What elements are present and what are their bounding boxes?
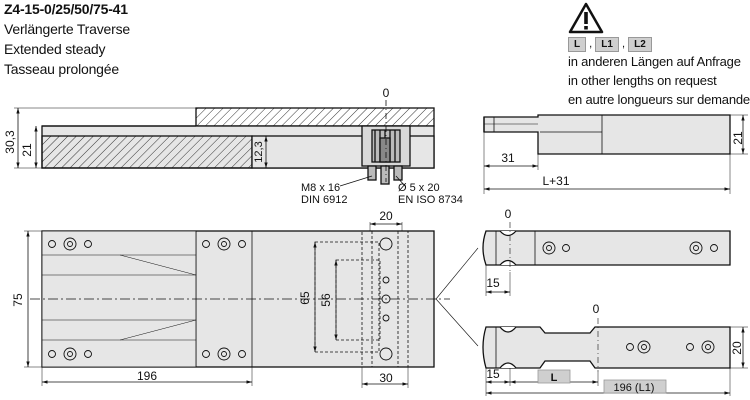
tag-separator: , (589, 38, 593, 50)
pin-label-1: Ø 5 x 20 (398, 182, 440, 194)
plan-view (30, 230, 450, 368)
plan-dim-75: 75 (11, 293, 25, 307)
plan-dim-56: 56 (319, 293, 333, 307)
plan-dim-20: 20 (379, 209, 393, 223)
side-dimensions (483, 114, 748, 194)
warning-triangle-icon (568, 2, 604, 34)
plan-bolt-holes (48, 237, 393, 361)
det1-dim-zero: 0 (505, 207, 512, 221)
det2-dim-zero: 0 (593, 302, 600, 316)
det2-dim-l: L (551, 372, 558, 384)
detail-view-1 (482, 222, 731, 272)
det2-dim-20: 20 (730, 341, 744, 355)
product-code: Z4-15-0/25/50/75-41 (4, 1, 128, 17)
screw-label-2: DIN 6912 (301, 194, 347, 206)
side-dim-21: 21 (731, 131, 745, 145)
side-dim-l31: L+31 (542, 174, 569, 188)
det2-dim-196-l1: 196 (L1) (614, 382, 655, 394)
dim-30-3: 30,3 (3, 130, 17, 154)
tag-separator: , (622, 38, 626, 50)
front-lower-hatch (41, 135, 253, 169)
side-view (483, 114, 731, 155)
plan-dim-30: 30 (379, 371, 393, 385)
front-view (41, 100, 435, 185)
det2-tag-l-bg (537, 369, 571, 384)
front-dimensions (14, 107, 406, 187)
tag-l1: L1 (595, 37, 619, 52)
pin-label-2: EN ISO 8734 (398, 194, 463, 206)
length-tags: L , L1 , L2 (568, 37, 652, 52)
dim-zero-top: 0 (383, 86, 390, 100)
plan-dimensions (24, 222, 479, 388)
det2-tag-196-bg (603, 379, 667, 394)
note-de: in anderen Längen auf Anfrage (568, 54, 741, 69)
plan-dim-65: 65 (298, 291, 312, 305)
side-dim-31: 31 (501, 151, 515, 165)
dim-21: 21 (20, 143, 34, 157)
front-upper-bar (195, 107, 435, 127)
tag-l: L (568, 37, 587, 52)
note-en: in other lengths on request (568, 73, 717, 88)
plan-dim-196: 196 (137, 369, 157, 383)
product-name-de: Verlängerte Traverse (4, 21, 130, 37)
screw-label-1: M8 x 16 (301, 182, 340, 194)
detail-view-2 (482, 318, 731, 372)
det2-dim-15: 15 (486, 367, 500, 381)
product-name-fr: Tasseau prolongée (4, 61, 119, 77)
note-fr: en autre longueurs sur demande (568, 92, 750, 107)
detail-1-dimensions (485, 265, 511, 296)
product-name-en: Extended steady (4, 41, 106, 57)
dim-12-3: 12,3 (253, 141, 265, 162)
det1-dim-15: 15 (486, 276, 500, 290)
tag-l2: L2 (628, 37, 652, 52)
